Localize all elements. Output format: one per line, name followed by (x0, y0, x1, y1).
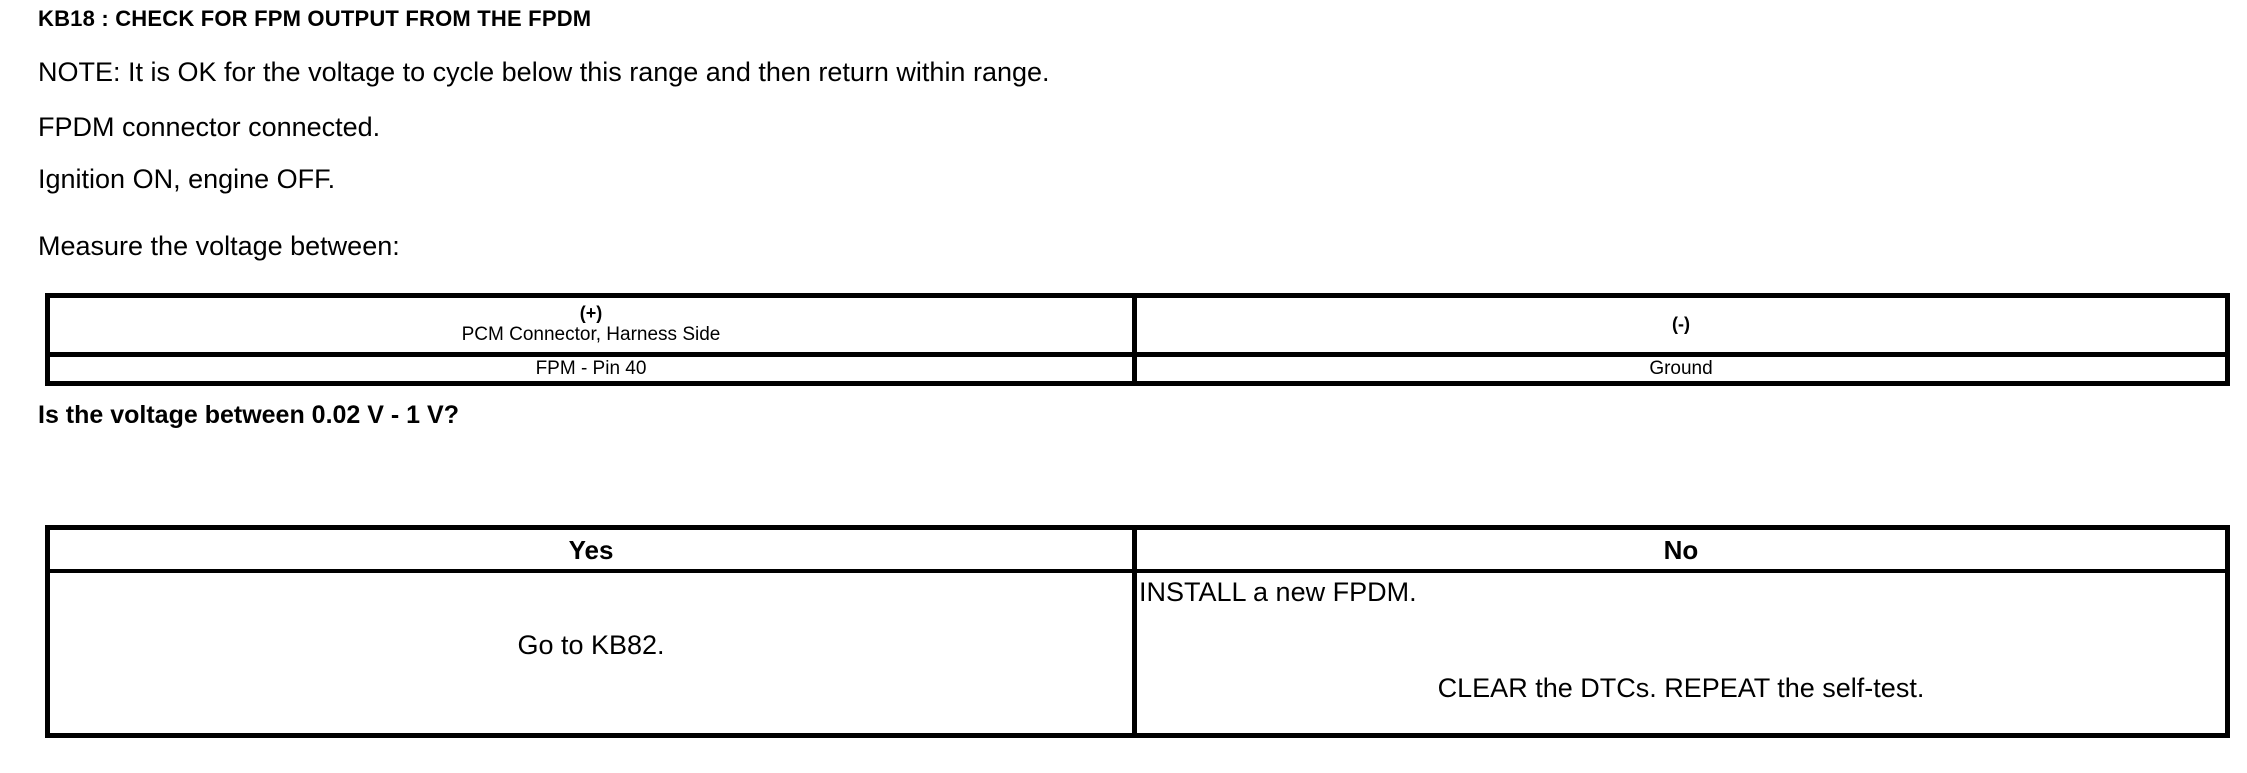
instruction-connector: FPDM connector connected. (38, 112, 381, 142)
decision-header-row: Yes No (47, 527, 2228, 574)
yes-column-header: Yes (47, 527, 1137, 574)
negative-probe-value: Ground (1649, 358, 1713, 379)
no-column-header: No (1134, 527, 2228, 574)
instruction-ignition: Ignition ON, engine OFF. (38, 164, 336, 194)
no-action-text-secondary: CLEAR the DTCs. REPEAT the self-test. (1437, 673, 1925, 704)
decision-table: Yes No Go to KB82. INSTALL a new FPDM. C… (45, 525, 2230, 738)
measurement-table: (+) PCM Connector, Harness Side (-) FPM … (45, 293, 2230, 386)
instruction-measure: Measure the voltage between: (38, 231, 400, 261)
yes-action-cell: Go to KB82. (47, 571, 1137, 736)
positive-probe-value-cell: FPM - Pin 40 (47, 354, 1137, 384)
positive-polarity-label: (+) (579, 303, 603, 323)
no-action-cell: INSTALL a new FPDM. CLEAR the DTCs. REPE… (1134, 571, 2228, 736)
table-header-row: (+) PCM Connector, Harness Side (-) (47, 295, 2228, 357)
yes-action-text[interactable]: Go to KB82. (517, 630, 665, 661)
negative-polarity-label: (-) (1672, 314, 1690, 334)
negative-probe-header-cell: (-) (1134, 295, 2228, 357)
instruction-note: NOTE: It is OK for the voltage to cycle … (38, 57, 1050, 87)
positive-probe-header-cell: (+) PCM Connector, Harness Side (47, 295, 1137, 357)
positive-probe-description: PCM Connector, Harness Side (461, 324, 721, 345)
yes-action-body: Go to KB82. (50, 573, 1132, 733)
test-question: Is the voltage between 0.02 V - 1 V? (38, 401, 459, 429)
decision-body-row: Go to KB82. INSTALL a new FPDM. CLEAR th… (47, 571, 2228, 736)
table-row: FPM - Pin 40 Ground (47, 354, 2228, 384)
no-action-body: INSTALL a new FPDM. CLEAR the DTCs. REPE… (1137, 573, 2225, 733)
no-action-text-primary: INSTALL a new FPDM. (1139, 577, 1417, 608)
positive-probe-value: FPM - Pin 40 (535, 358, 647, 379)
page-title: KB18 : CHECK FOR FPM OUTPUT FROM THE FPD… (38, 6, 592, 31)
negative-probe-value-cell: Ground (1134, 354, 2228, 384)
